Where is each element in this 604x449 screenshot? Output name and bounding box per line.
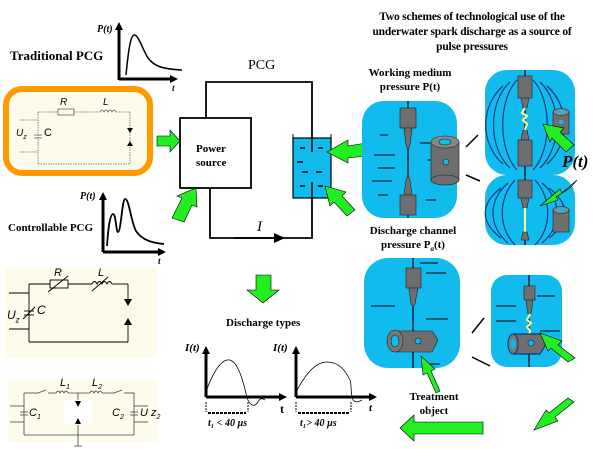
discharge-types-label: Discharge types: [226, 317, 301, 329]
pcg-block-diagram: [179, 81, 332, 243]
dual-circuit: [10, 389, 148, 447]
green-arrow-return-left: [399, 414, 484, 442]
current-label: I: [257, 219, 262, 235]
traditional-graph-ylabel: P(t): [97, 24, 113, 35]
green-arrow-treatment: [420, 355, 441, 394]
discharge-short-ylabel: I(t): [185, 342, 200, 354]
power-source-box: [179, 117, 252, 189]
traditional-circuit-highlight: [3, 86, 153, 176]
green-arrow-spark-object: [539, 332, 576, 363]
discharge-long-duration: t₁> 40 µs: [300, 418, 337, 429]
discharge-long-xlabel: t: [369, 402, 373, 414]
discharge-short-duration: t₁ < 40 µs: [208, 418, 248, 429]
dual-L2-label: L2: [92, 377, 103, 392]
green-arrow-return-diagonal: [533, 397, 575, 431]
controllable-graph-ylabel: P(t): [80, 191, 96, 202]
controllable-circuit-bg: [5, 268, 157, 358]
dual-L1-label: L1: [60, 377, 71, 392]
green-arrow-down: [246, 274, 280, 304]
discharge-channel-scheme: [364, 258, 460, 368]
traditional-pcg-label: Traditional PCG: [10, 48, 104, 63]
green-arrow-shockwave-upper: [542, 123, 575, 153]
traditional-L-label: L: [103, 97, 109, 108]
dual-U-label: U z2: [140, 407, 161, 422]
controllable-pressure-graph: [99, 192, 166, 256]
green-arrow-shockwave-lower: [539, 179, 578, 207]
controllable-U-label: Uz: [7, 308, 20, 325]
working-medium-scheme: [362, 101, 460, 218]
traditional-graph-xlabel: t: [172, 83, 175, 93]
discharge-channel-label: Discharge channel pressure Pa(t): [369, 225, 457, 254]
green-arrow-tank-upper: [326, 139, 367, 164]
traditional-C-label: C: [44, 127, 52, 139]
pcg-title: PCG: [248, 58, 276, 73]
power-source-label: Power source: [196, 143, 227, 169]
green-arrow-tank-lower: [324, 185, 356, 217]
discharge-graph-long: [292, 346, 377, 414]
controllable-L-label: L: [98, 267, 105, 279]
shockwave-scheme-upper: [485, 70, 575, 175]
controllable-graph-xlabel: t: [158, 256, 161, 266]
controllable-pcg-label: Controllable PCG: [8, 222, 94, 234]
controllable-R-label: R: [54, 267, 62, 279]
traditional-circuit: [20, 108, 131, 165]
discharge-graph-short: [202, 346, 287, 414]
controllable-circuit: [9, 275, 129, 343]
dual-C1-label: C1: [29, 407, 41, 422]
traditional-R-label: R: [60, 97, 68, 108]
controllable-C-label: C: [37, 303, 46, 317]
pt-big-label: P(t): [562, 152, 589, 171]
working-medium-label: Working medium pressure P(t): [368, 67, 452, 93]
discharge-short-xlabel: t: [280, 402, 284, 416]
traditional-pressure-graph: [115, 22, 183, 83]
schemes-title: Two schemes of technological use of the …: [372, 11, 572, 53]
spark-on-object-scheme: [491, 275, 562, 367]
green-arrow-traditional: [156, 129, 181, 153]
dual-C2-label: C2: [112, 407, 124, 422]
traditional-U-label: Uz: [16, 128, 27, 141]
shockwave-scheme-lower: [484, 175, 575, 246]
discharge-long-ylabel: I(t): [273, 342, 288, 354]
treatment-object-label: Treatment object: [409, 391, 459, 417]
green-arrow-power-lower: [171, 187, 198, 223]
